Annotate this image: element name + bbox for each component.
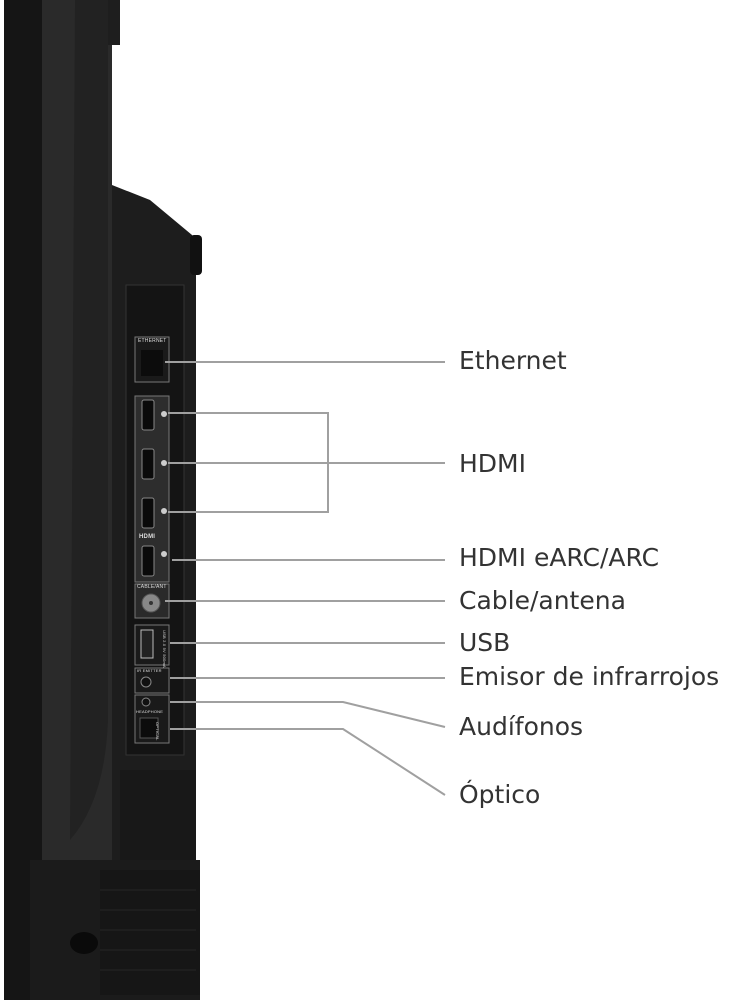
usb-marking: USB 2.0 5V 500mA [162, 630, 167, 668]
optical-leader [170, 728, 446, 796]
hdmi-port-2 [141, 448, 155, 480]
leader-lines [165, 361, 446, 796]
hdmi-port-1 [141, 399, 155, 431]
label-cable: Cable/antena [459, 586, 626, 615]
tv-bezel [4, 0, 42, 1000]
label-headphones: Audífonos [459, 712, 584, 741]
label-ir-emitter: Emisor de infrarrojos [459, 662, 720, 691]
hdmi-port-4 [141, 545, 155, 577]
label-optical: Óptico [459, 780, 541, 809]
ir-marking: IR EMITTER [137, 668, 162, 673]
label-hdmi-earc: HDMI eARC/ARC [459, 543, 660, 572]
headphones-leader [170, 701, 446, 728]
optical-port [139, 717, 159, 739]
ethernet-port [141, 350, 163, 376]
headphone-jack [141, 697, 151, 707]
usb-port [140, 629, 154, 659]
hdmi-logo-marking: HDMI [139, 534, 156, 540]
label-hdmi: HDMI [459, 449, 526, 478]
ethernet-marking: ETHERNET [138, 338, 167, 344]
headphone-marking: HEADPHONE [136, 709, 164, 714]
optical-marking: OPTICAL [155, 722, 160, 741]
ir-jack [140, 676, 152, 688]
hdmi-port-3 [141, 497, 155, 529]
label-usb: USB [459, 628, 511, 657]
tv-frame-curve [70, 0, 108, 840]
label-ethernet: Ethernet [459, 346, 567, 375]
ir-port-frame [134, 667, 170, 694]
cable-marking: CABLE/ANT [137, 584, 167, 590]
